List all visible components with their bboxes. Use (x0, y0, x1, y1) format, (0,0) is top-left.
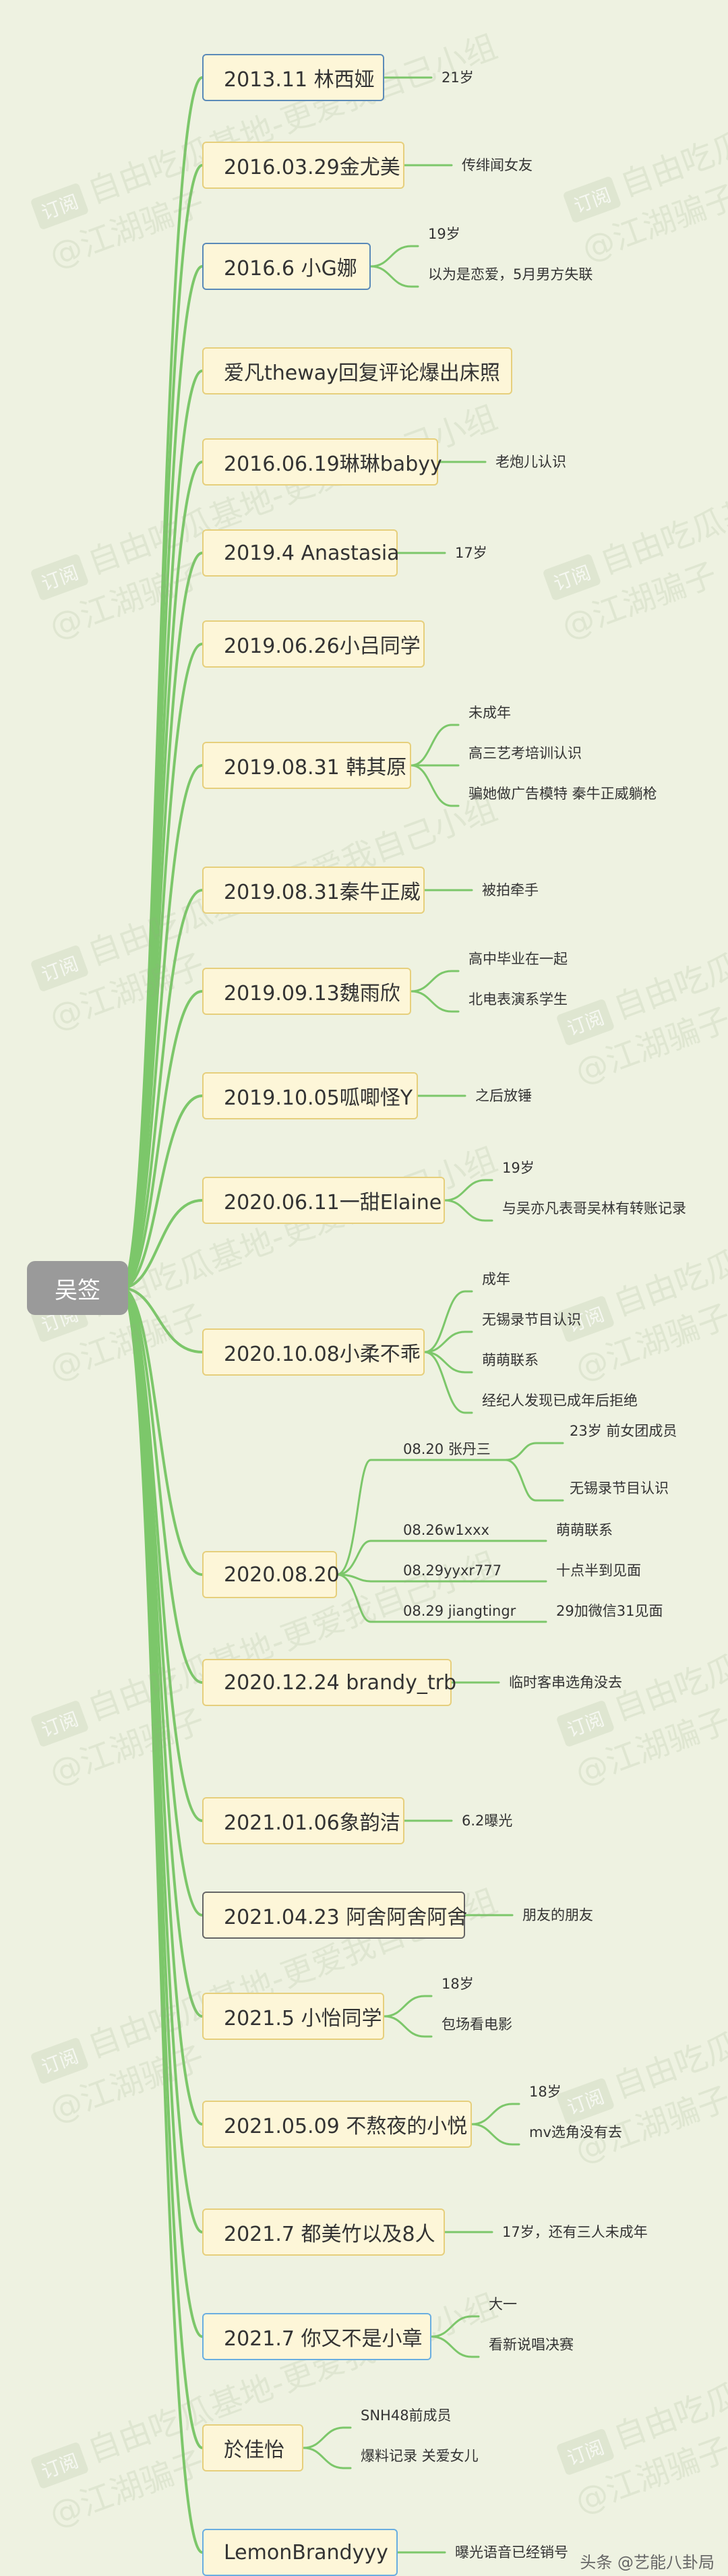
leaf-text: 17岁，还有三人未成年 (502, 2224, 648, 2240)
leaf-text: 看新说唱决赛 (489, 2337, 574, 2353)
branch-node[interactable]: 2020.12.24 brandy_trb (202, 1659, 456, 1706)
leaf-text: 朋友的朋友 (522, 1907, 593, 1923)
leaf-text: 之后放锤 (475, 1088, 532, 1104)
sub-branch-label: 08.29 jiangtingr (403, 1603, 516, 1619)
branch-node[interactable]: 2021.04.23 阿舍阿舍阿舍 (202, 1892, 467, 1939)
leaf-text: 以为是恋爱，5月男方失联 (428, 266, 593, 283)
sub-leaf-text: 萌萌联系 (556, 1522, 613, 1538)
sub-branch-label: 08.26w1xxx (403, 1522, 489, 1538)
leaf-text: 19岁 (502, 1160, 535, 1176)
branch-node[interactable]: 2021.05.09 不熬夜的小悦 (202, 2101, 472, 2148)
leaf-text: 大一 (489, 2296, 517, 2312)
leaf-text: SNH48前成员 (361, 2407, 452, 2424)
branch-node[interactable]: 2021.7 你又不是小章 (202, 2313, 431, 2360)
leaf-text: 19岁 (428, 226, 460, 242)
leaf-text: 6.2曝光 (462, 1813, 513, 1829)
branch-node[interactable]: 爱凡theway回复评论爆出床照 (202, 347, 512, 394)
branch-node[interactable]: 2016.03.29金尤美 (202, 142, 404, 189)
branch-node[interactable]: 2019.09.13魏雨欣 (202, 968, 411, 1015)
branch-node[interactable]: 2021.5 小怡同学 (202, 1993, 384, 2040)
leaf-text: 高中毕业在一起 (468, 951, 568, 967)
leaf-text: 经纪人发现已成年后拒绝 (482, 1393, 638, 1409)
leaf-text: 21岁 (442, 69, 474, 86)
leaf-text: 17岁 (455, 545, 487, 561)
branch-node[interactable]: 2019.06.26小吕同学 (202, 620, 425, 668)
branch-node[interactable]: 於佳怡 (202, 2424, 303, 2471)
branch-node[interactable]: 2016.06.19琳琳babyy (202, 438, 442, 486)
branch-node[interactable]: 2019.10.05呱唧怪Y (202, 1072, 418, 1119)
branch-node[interactable]: 2021.7 都美竹以及8人 (202, 2208, 445, 2256)
sub-leaf-text: 无锡录节目认识 (570, 1480, 669, 1496)
branch-node[interactable]: 2019.08.31秦牛正威 (202, 867, 425, 914)
sub-branch-label: 08.29yyxr777 (403, 1562, 502, 1579)
sub-leaf-text: 23岁 前女团成员 (570, 1423, 677, 1439)
branch-node[interactable]: 2013.11 林西娅 (202, 54, 384, 101)
sub-branch-label: 08.20 张丹三 (403, 1441, 491, 1457)
leaf-text: 萌萌联系 (482, 1352, 539, 1368)
sub-leaf-text: 十点半到见面 (556, 1562, 641, 1579)
leaf-text: 北电表演系学生 (468, 991, 568, 1007)
leaf-text: 无锡录节目认识 (482, 1312, 581, 1328)
branch-node[interactable]: 2019.4 Anastasia (202, 529, 400, 577)
leaf-text: 包场看电影 (442, 2016, 512, 2032)
branch-node[interactable]: 2019.08.31 韩其原 (202, 742, 411, 789)
root-node[interactable]: 吴签 (27, 1261, 128, 1315)
leaf-text: 18岁 (442, 1976, 474, 1992)
leaf-text: 未成年 (468, 705, 511, 721)
branch-node[interactable]: 2020.06.11一甜Elaine (202, 1177, 445, 1224)
leaf-text: 骗她做广告模特 秦牛正威躺枪 (468, 786, 657, 802)
branch-node[interactable]: 2021.01.06象韵洁 (202, 1797, 404, 1844)
leaf-text: 被拍牵手 (482, 882, 539, 898)
branch-node[interactable]: 2020.10.08小柔不乖 (202, 1328, 425, 1376)
leaf-text: 传绯闻女友 (462, 157, 533, 173)
leaf-text: 与吴亦凡表哥吴林有转账记录 (502, 1200, 686, 1217)
sub-leaf-text: 29加微信31见面 (556, 1603, 663, 1619)
leaf-text: mv选角没有去 (529, 2124, 622, 2140)
leaf-text: 成年 (482, 1271, 510, 1287)
leaf-text: 爆料记录 关爱女儿 (361, 2448, 479, 2464)
leaf-text: 曝光语音已经销号 (455, 2544, 568, 2560)
branch-node[interactable]: 2016.6 小G娜 (202, 243, 371, 290)
branch-node[interactable]: 2020.08.20 (202, 1551, 340, 1598)
branch-node[interactable]: LemonBrandyyy (202, 2529, 398, 2576)
leaf-text: 18岁 (529, 2084, 562, 2100)
leaf-text: 高三艺考培训认识 (468, 745, 582, 761)
footer-credit: 头条 @艺能八卦局 (580, 2553, 715, 2572)
leaf-text: 老炮儿认识 (495, 454, 566, 470)
leaf-text: 临时客串选角没去 (509, 1674, 622, 1691)
